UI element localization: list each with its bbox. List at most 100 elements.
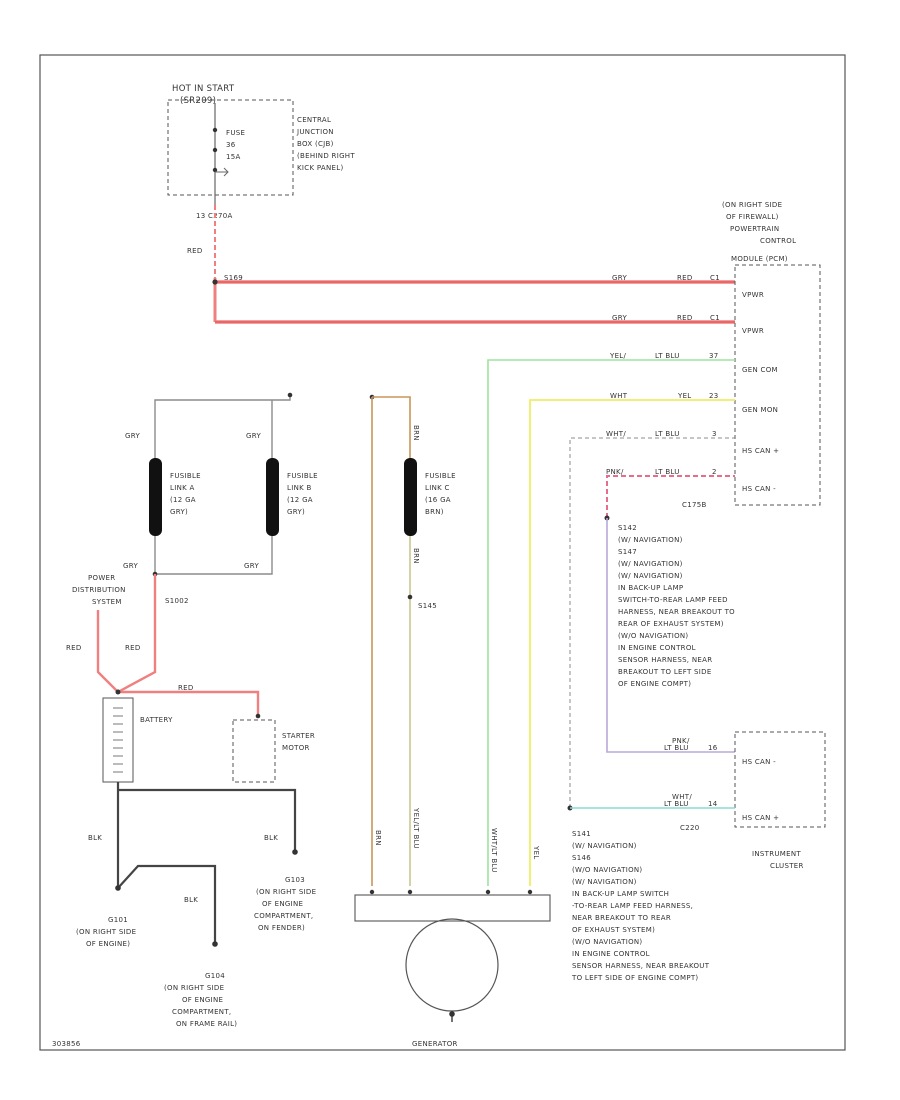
cjb-label-2: JUNCTION [296,128,334,136]
generator-icon [405,918,499,1012]
c175b-connector-label: C175B [682,501,707,509]
s142-text-1: S142 [618,524,637,532]
g103-label-3: OF ENGINE [262,900,303,908]
pcm-box [734,264,821,506]
pnk-ltblu-can-minus-wire [606,475,735,518]
hot-in-start-sublabel: (SR209) [180,96,216,106]
gen-yel-ltblu-label: YEL/LT BLU [412,807,420,849]
generator-pin-4 [527,889,533,895]
s141-text-3: S146 [572,854,591,862]
pd-label-3: SYSTEM [92,598,122,606]
wht-ltblu-label-b: LT BLU [655,430,680,438]
pcm-label-1: (ON RIGHT SIDE [722,201,782,209]
s141-text-2: (W/ NAVIGATION) [572,842,637,850]
gry-label-c: GRY [123,562,138,570]
gry-wire-label-2: GRY [612,314,627,322]
g103-label-2: (ON RIGHT SIDE [256,888,316,896]
wht-wire-label: WHT [610,392,628,400]
blk-wire-g104 [117,864,217,944]
fl-b-1: FUSIBLE [287,472,318,480]
battery-label: BATTERY [140,716,173,724]
s141-text-7: -TO-REAR LAMP FEED HARNESS, [572,902,693,910]
ic-pnk-label-a: PNK/ [672,737,690,745]
pcm-gen-com: GEN COM [742,366,778,374]
pin-37: 37 [709,352,719,360]
blk-wire-g103 [118,788,297,852]
s142-text-12: SENSOR HARNESS, NEAR [618,656,712,664]
g103-label-4: COMPARTMENT, [254,912,313,920]
fuse-node-top [212,127,218,133]
ic-pin-14: 14 [708,800,718,808]
ic-label-1: INSTRUMENT [752,850,801,858]
brn-label-1: BRN [412,425,420,441]
g104-label-2: (ON RIGHT SIDE [164,984,224,992]
fuse-rating: 15A [226,153,241,161]
fl-a-1: FUSIBLE [170,472,201,480]
fusible-link-c [404,458,417,536]
fl-a-4: GRY) [170,508,188,516]
g104-label-4: COMPARTMENT, [172,1008,231,1016]
fl-c-4: BRN) [425,508,444,516]
g104-label-3: OF ENGINE [182,996,223,1004]
fl-b-3: (12 GA [287,496,313,504]
fl-b-4: GRY) [287,508,305,516]
fl-c-2: LINK C [425,484,450,492]
fl-c-1: FUSIBLE [425,472,456,480]
generator-connector [354,894,551,922]
yel-ltblu-label-b: LT BLU [655,352,680,360]
fuse-number: 36 [226,141,236,149]
s1002-label: S1002 [165,597,189,605]
pnk-ltblu-label-b: LT BLU [655,468,680,476]
fuse-arrow-icon [215,167,229,177]
s142-text-3: S147 [618,548,637,556]
pnk-ltblu-label-a: PNK/ [606,468,624,476]
g103-label-1: G103 [285,876,305,884]
g101-ground-icon [115,885,121,891]
s141-text-8: NEAR BREAKOUT TO REAR [572,914,671,922]
ic-label-2: CLUSTER [770,862,804,870]
fl-a-3: (12 GA [170,496,196,504]
red-wire-starter [118,690,260,714]
c220-connector-label: C220 [680,824,699,832]
pcm-label-2: OF FIREWALL) [726,213,779,221]
ic-wht-label-b: LT BLU [664,800,689,808]
gen-yel-label: YEL [532,845,540,860]
green-wire-gen-com [487,359,735,886]
gray-wire-top-a [154,395,291,465]
fl-a-2: LINK A [170,484,195,492]
yel-ltblu-label-a: YEL/ [609,352,626,360]
s142-text-4: (W/ NAVIGATION) [618,560,683,568]
brn-wire-fl-c-top [372,396,411,458]
g104-label-1: G104 [205,972,225,980]
s142-text-7: SWITCH-TO-REAR LAMP FEED [618,596,728,604]
g103-ground-icon [292,849,298,855]
wht-ltblu-label-a: WHT/ [606,430,626,438]
g101-label-2: (ON RIGHT SIDE [76,928,136,936]
generator-pin-1 [369,889,375,895]
pd-label-1: POWER [88,574,115,582]
s169-splice [212,279,218,285]
gry-label-a: GRY [125,432,140,440]
pin-23: 23 [709,392,719,400]
s142-text-13: BREAKOUT TO LEFT SIDE [618,668,712,676]
ic-hs-can-minus: HS CAN - [742,758,776,766]
s142-text-11: IN ENGINE CONTROL [618,644,696,652]
s141-text-9: OF EXHAUST SYSTEM) [572,926,655,934]
s141-text-6: IN BACK-UP LAMP SWITCH [572,890,669,898]
diagram-frame [39,54,846,1051]
cjb-label-3: BOX (CJB) [297,140,334,148]
g104-ground-icon [212,941,218,947]
gry-wire-label-1: GRY [612,274,627,282]
s142-text-6: IN BACK-UP LAMP [618,584,683,592]
red-label-battery: RED [178,684,194,692]
pcm-hs-can-plus: HS CAN + [742,447,779,455]
s142-text-8: HARNESS, NEAR BREAKOUT TO [618,608,735,616]
cjb-label-5: KICK PANEL) [297,164,344,172]
s141-text-4: (W/O NAVIGATION) [572,866,642,874]
g104-label-5: ON FRAME RAIL) [176,1020,237,1028]
pd-label-2: DISTRIBUTION [72,586,126,594]
s142-text-2: (W/ NAVIGATION) [618,536,683,544]
red-label-right: RED [125,644,141,652]
generator-pin-3 [485,889,491,895]
s141-text-10: (W/O NAVIGATION) [572,938,642,946]
